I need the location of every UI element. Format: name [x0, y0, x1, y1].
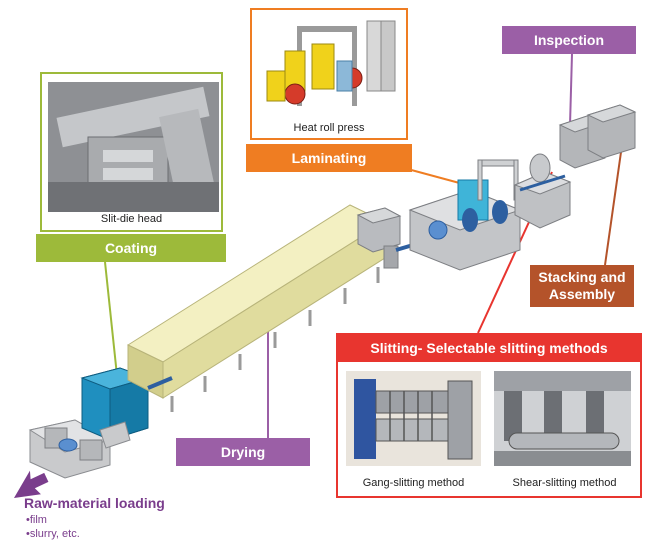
laminator-machine	[408, 159, 522, 271]
heat-roll-press-caption: Heat roll press	[293, 122, 365, 134]
gang-slitting-caption: Gang-slitting method	[362, 477, 465, 489]
stacking-leader	[604, 144, 623, 266]
drying-label: Drying	[176, 438, 310, 466]
laminating-label: Laminating	[246, 144, 412, 172]
inspection-leader	[569, 53, 573, 126]
stacking-assembly-text: Stacking and Assembly	[538, 269, 626, 302]
coating-label: Coating	[36, 234, 226, 262]
shear-slitting-photo	[494, 371, 631, 466]
slitter-machine	[513, 153, 572, 229]
raw-material-item-film: •film	[26, 514, 47, 526]
raw-material-arrow	[13, 470, 49, 498]
stacking-assembly-boxes	[558, 104, 637, 169]
slit-die-head-panel: Slit-die head	[40, 72, 223, 232]
heat-roll-press-panel: Heat roll press	[250, 8, 408, 140]
inspection-label: Inspection	[502, 26, 636, 54]
coating-leader	[104, 261, 119, 386]
heat-roll-press-image	[257, 16, 403, 116]
stacking-assembly-label: Stacking and Assembly	[530, 265, 634, 307]
slitting-label: Slitting- Selectable slitting methods	[338, 334, 640, 362]
drying-oven	[126, 204, 387, 412]
raw-material-title: Raw-material loading	[24, 495, 165, 511]
slit-die-head-caption: Slit-die head	[100, 213, 163, 225]
gang-slitting-photo	[346, 371, 481, 466]
slit-die-head-photo	[48, 82, 219, 212]
shear-slitting-caption: Shear-slitting method	[512, 477, 617, 489]
raw-material-item-slurry: •slurry, etc.	[26, 528, 80, 540]
